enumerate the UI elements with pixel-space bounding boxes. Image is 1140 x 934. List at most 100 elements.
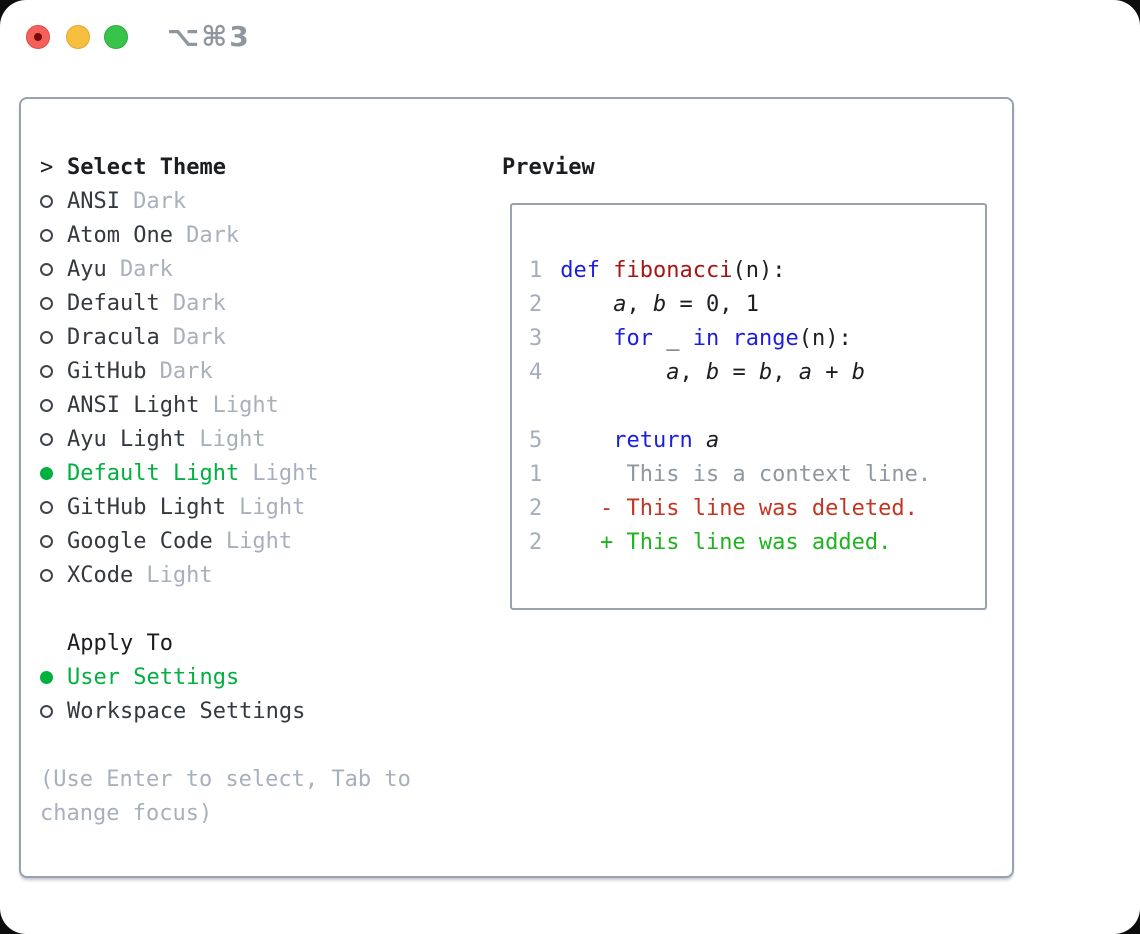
preview-code: 1 def fibonacci(n): 2 a, b = 0, 1 3 for … xyxy=(529,253,985,559)
code-segment xyxy=(719,326,732,351)
option-variant-label: Dark xyxy=(172,290,226,316)
theme-option[interactable]: GitHub Dark xyxy=(40,354,490,388)
theme-option[interactable]: Ayu Light Light xyxy=(40,422,490,456)
line-number: 5 xyxy=(529,427,543,453)
apply-to-header: Apply To xyxy=(40,626,490,660)
code-line: 4 a, b = b, a + b xyxy=(529,355,985,389)
code-segment: a xyxy=(705,427,720,453)
theme-option[interactable]: ANSI Light Light xyxy=(40,388,490,422)
code-segment xyxy=(560,326,613,351)
option-variant-label: Dark xyxy=(172,324,226,350)
option-variant-label: Dark xyxy=(133,188,187,214)
code-text: return a xyxy=(560,428,719,453)
hint-line-1: (Use Enter to select, Tab to xyxy=(40,766,411,792)
code-segment: (n): xyxy=(732,257,786,283)
radio-icon xyxy=(40,398,53,412)
line-number: 4 xyxy=(529,359,543,385)
theme-option[interactable]: Atom One Dark xyxy=(40,218,490,252)
theme-option[interactable]: Workspace Settings xyxy=(40,694,490,728)
code-line: 2 + This line was added. xyxy=(529,525,985,559)
close-button[interactable] xyxy=(26,25,50,49)
code-segment: range xyxy=(732,325,799,351)
code-segment: , xyxy=(679,359,706,385)
zoom-button[interactable] xyxy=(104,25,128,49)
code-segment xyxy=(600,258,613,283)
minimize-button[interactable] xyxy=(66,25,90,49)
code-segment: = xyxy=(719,359,759,385)
hint-line-2: change focus) xyxy=(40,800,213,826)
option-label: Google Code xyxy=(67,528,213,554)
code-segment: (n): xyxy=(798,325,852,351)
radio-icon xyxy=(40,262,53,276)
theme-option[interactable]: Dracula Dark xyxy=(40,320,490,354)
theme-option[interactable]: Default Light Light xyxy=(40,456,490,490)
code-segment xyxy=(693,428,706,453)
option-variant-label: Light xyxy=(239,494,306,520)
title-bar: ⌥⌘3 xyxy=(0,0,1140,74)
option-label: Ayu xyxy=(67,256,107,282)
apply-to-title: Apply To xyxy=(67,630,173,656)
code-line: 5 return a xyxy=(529,423,985,457)
option-variant-label: Light xyxy=(146,562,213,588)
option-variant-label: Dark xyxy=(159,358,213,384)
code-segment: b xyxy=(851,359,865,385)
theme-option[interactable]: ANSI Dark xyxy=(40,184,490,218)
spacer xyxy=(40,592,490,626)
code-segment: def xyxy=(560,257,600,283)
option-label: XCode xyxy=(67,562,134,588)
line-number: 1 xyxy=(529,257,543,283)
radio-icon xyxy=(40,364,53,378)
option-variant-label: Light xyxy=(252,460,319,486)
option-label: ANSI Light xyxy=(67,392,200,418)
option-variant-label: Dark xyxy=(119,256,173,282)
code-segment: , xyxy=(626,291,653,317)
radio-icon xyxy=(40,534,53,548)
close-dot-icon xyxy=(34,33,42,41)
line-number: 2 xyxy=(529,291,543,317)
code-text: def fibonacci(n): xyxy=(560,258,785,283)
theme-option[interactable]: Default Dark xyxy=(40,286,490,320)
option-label: Workspace Settings xyxy=(67,698,306,724)
code-line: 2 a, b = 0, 1 xyxy=(529,287,985,321)
code-text: for _ in range(n): xyxy=(560,326,851,351)
radio-icon xyxy=(40,466,53,480)
code-line: 1 This is a context line. xyxy=(529,457,985,491)
radio-icon xyxy=(40,296,53,310)
option-label: User Settings xyxy=(67,664,240,690)
code-segment: b xyxy=(652,291,667,317)
code-segment: + xyxy=(811,359,852,385)
code-segment: This is a context line. xyxy=(560,461,932,487)
option-variant-label: Light xyxy=(199,426,266,452)
option-label: Atom One xyxy=(67,222,173,248)
theme-option[interactable]: User Settings xyxy=(40,660,490,694)
radio-icon xyxy=(40,330,53,344)
code-segment xyxy=(560,292,613,317)
code-line: 1 def fibonacci(n): xyxy=(529,253,985,287)
code-text: This is a context line. xyxy=(560,462,931,487)
code-segment: b xyxy=(758,359,773,385)
theme-option[interactable]: GitHub Light Light xyxy=(40,490,490,524)
select-theme-header: >Select Theme xyxy=(40,150,490,184)
code-segment: , xyxy=(772,359,799,385)
line-number: 2 xyxy=(529,529,543,555)
option-label: Default xyxy=(67,290,160,316)
window-title: ⌥⌘3 xyxy=(167,20,251,53)
code-segment: a xyxy=(798,359,812,385)
option-variant-label: Light xyxy=(225,528,293,554)
code-text: - This line was deleted. xyxy=(560,496,918,521)
theme-option[interactable]: Ayu Dark xyxy=(40,252,490,286)
code-segment: - This line was deleted. xyxy=(560,495,918,521)
code-segment xyxy=(560,428,613,453)
code-segment: = 0, 1 xyxy=(666,291,759,317)
theme-picker-panel: >Select Theme ANSI Dark Atom One Dark Ay… xyxy=(19,97,1014,878)
spacer xyxy=(40,728,490,762)
radio-icon xyxy=(40,670,53,684)
line-number: 1 xyxy=(529,461,543,487)
theme-option[interactable]: Google Code Light xyxy=(40,524,490,558)
code-text: a, b = 0, 1 xyxy=(560,292,759,317)
code-segment: return xyxy=(613,427,693,453)
theme-option[interactable]: XCode Light xyxy=(40,558,490,592)
radio-icon xyxy=(40,500,53,514)
code-segment: fibonacci xyxy=(613,257,733,283)
